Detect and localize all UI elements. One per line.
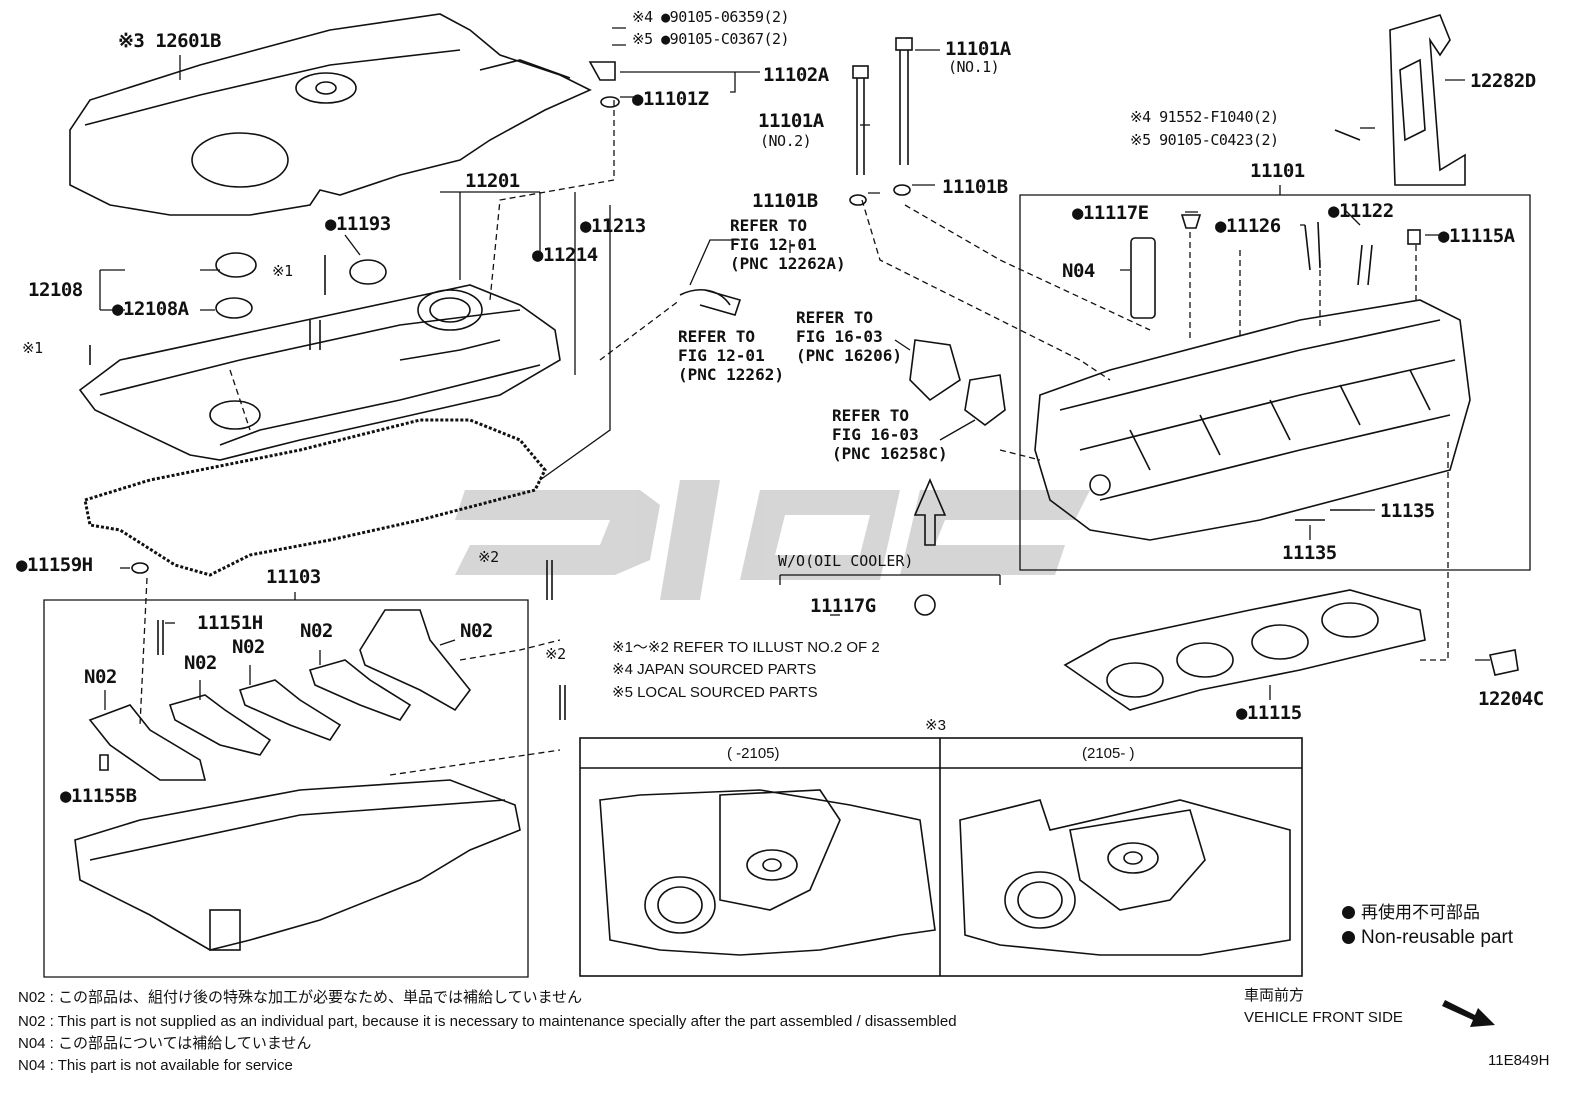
label-90105-C0423: ※5 90105-C0423(2) (1130, 131, 1279, 149)
label-11101A-no2: 11101A (758, 110, 824, 132)
label-91552-F1040: ※4 91552-F1040(2) (1130, 108, 1279, 126)
head-gasket-drawing (1063, 589, 1426, 711)
bracket-drawing (1389, 14, 1466, 186)
legend-ja: 再使用不可部品 (1342, 904, 1480, 921)
label-12108A: ●12108A (112, 298, 189, 320)
watermark-logo (455, 480, 1090, 600)
mark-note-5: ※5 LOCAL SOURCED PARTS (612, 684, 818, 701)
label-11122: ●11122 (1328, 200, 1394, 222)
label-11214: ●11214 (532, 244, 598, 266)
label-11102A: 11102A (763, 64, 829, 86)
front-ja: 車両前方 (1244, 987, 1305, 1004)
label-11117G: 11117G (810, 595, 876, 617)
label-11201: 11201 (465, 170, 520, 192)
label-11155B: ●11155B (60, 785, 137, 807)
variant-right-label: (2105- ) (1082, 745, 1135, 762)
label-N02-d: N02 (184, 652, 217, 674)
engine-cover-drawing (69, 13, 592, 216)
label-N02-e: N02 (84, 666, 117, 688)
label-11193: ●11193 (325, 213, 391, 235)
mark-note-1-2: ※1～※2 REFER TO ILLUST NO.2 OF 2 (612, 639, 880, 656)
label-mark2-a: ※2 (478, 548, 499, 566)
label-mark2-b: ※2 (545, 645, 566, 663)
label-12204C: 12204C (1478, 688, 1544, 710)
note-n04-ja: N04 : この部品については補給していません (18, 1035, 312, 1052)
refer-12262: REFER TO FIG 12-01 (PNC 12262) (678, 327, 784, 384)
figure-code: 11E849H (1488, 1052, 1550, 1069)
label-90105-06359: ※4 ●90105-06359(2) (632, 8, 790, 26)
label-11151H: 11151H (197, 612, 263, 634)
label-11135-b: 11135 (1282, 542, 1337, 564)
legend-en: Non-reusable part (1342, 928, 1513, 947)
label-11101B-left: 11101B (752, 190, 818, 212)
refer-16258C: REFER TO FIG 16-03 (PNC 16258C) (832, 406, 948, 463)
label-no2: (NO.2) (760, 132, 812, 150)
cover-gasket-drawing (83, 418, 547, 577)
front-en: VEHICLE FRONT SIDE (1244, 1009, 1403, 1026)
label-11101Z: ●11101Z (632, 88, 709, 110)
mark-note-4: ※4 JAPAN SOURCED PARTS (612, 661, 817, 678)
bearing-caps-drawing (88, 609, 472, 781)
label-90105-C0367: ※5 ●90105-C0367(2) (632, 30, 790, 48)
label-12108: 12108 (28, 279, 83, 301)
note-n02-ja: N02 : この部品は、組付け後の特殊な加工が必要なため、単品では補給していませ… (18, 989, 583, 1006)
label-N02-a: N02 (300, 620, 333, 642)
label-12282D: 12282D (1470, 70, 1536, 92)
label-11101: 11101 (1250, 160, 1305, 182)
label-11159H: ●11159H (16, 554, 93, 576)
mark-3: ※3 (925, 717, 946, 734)
label-N04: N04 (1062, 260, 1095, 282)
label-no1: (NO.1) (948, 58, 1000, 76)
label-11101B-right: 11101B (942, 176, 1008, 198)
label-11117E: ●11117E (1072, 202, 1149, 224)
label-11135-a: 11135 (1380, 500, 1435, 522)
refer-12262A: REFER TO FIG 12-01 (PNC 12262A) (730, 216, 846, 273)
note-n02-en: N02 : This part is not supplied as an in… (18, 1013, 957, 1030)
label-mark1-a: ※1 (272, 262, 293, 280)
label-11115A: ●11115A (1438, 225, 1515, 247)
label-N02-b: N02 (460, 620, 493, 642)
front-arrow (1442, 1000, 1495, 1027)
label-11115: ●11115 (1236, 702, 1302, 724)
refer-16206: REFER TO FIG 16-03 (PNC 16206) (796, 308, 902, 365)
leader-lines (43, 27, 1531, 978)
bullet-icon (1342, 906, 1355, 919)
label-12601B: ※3 12601B (118, 30, 221, 52)
label-mark1-b: ※1 (22, 339, 43, 357)
variant-left-label: ( -2105) (727, 745, 780, 762)
note-n04-en: N04 : This part is not available for ser… (18, 1057, 293, 1074)
label-11126: ●11126 (1215, 215, 1281, 237)
camshaft-housing-drawing (74, 779, 521, 951)
bolts-drawing (89, 37, 1361, 720)
small-parts-drawing (99, 61, 1519, 771)
variant-box (579, 737, 1303, 977)
cylinder-head-cover-drawing (78, 284, 561, 461)
label-11213: ●11213 (580, 215, 646, 237)
label-11103: 11103 (266, 566, 321, 588)
label-11101A-no1: 11101A (945, 38, 1011, 60)
label-N02-c: N02 (232, 636, 265, 658)
oil-cooler-label: W/O(OIL COOLER) (778, 552, 914, 570)
cylinder-head-drawing (1034, 299, 1471, 541)
bullet-icon (1342, 931, 1355, 944)
